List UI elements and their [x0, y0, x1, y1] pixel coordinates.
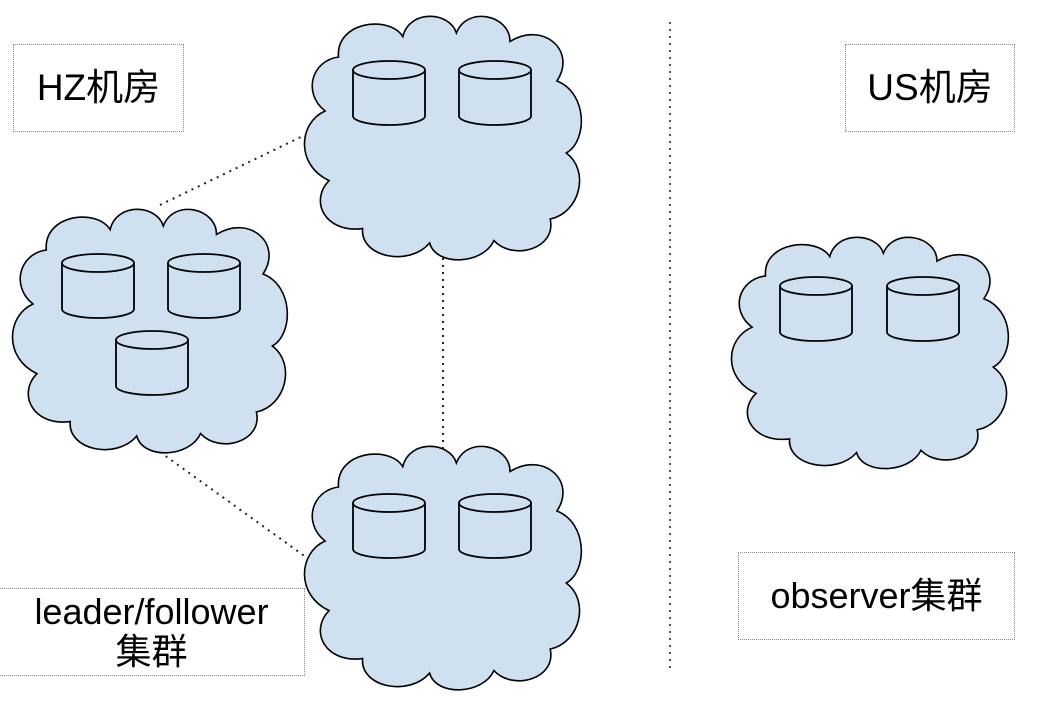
cloud-hz-top: [304, 16, 581, 259]
us-datacenter-text: US机房: [867, 66, 993, 108]
database-icon: [167, 253, 241, 319]
database-icon: [352, 60, 426, 126]
database-icon: [886, 276, 960, 342]
connector-left-bottom: [159, 451, 311, 561]
leader-follower-text: leader/follower: [34, 591, 269, 633]
connector-left-top: [159, 134, 306, 206]
cloud-hz-bottom: [304, 446, 581, 689]
database-icon: [458, 493, 532, 559]
us-datacenter-label: US机房: [845, 44, 1015, 132]
database-icon: [115, 330, 189, 396]
leader-follower-cluster-label: leader/follower 集群: [0, 588, 305, 676]
cloud-shape: [304, 446, 581, 689]
observer-cluster-label: observer集群: [738, 552, 1015, 640]
leader-follower-cluster-text: 集群: [115, 631, 188, 672]
cloud-shape: [731, 237, 1008, 468]
cloud-us: [731, 237, 1008, 468]
database-icon: [352, 493, 426, 559]
database-icon: [779, 276, 853, 342]
hz-datacenter-text: HZ机房: [36, 66, 161, 108]
database-icon: [61, 253, 135, 319]
hz-datacenter-label: HZ机房: [13, 44, 184, 132]
cloud-shape: [304, 16, 581, 259]
cloud-hz-left: [13, 209, 288, 452]
database-icon: [458, 60, 532, 126]
observer-cluster-text: observer集群: [770, 575, 983, 617]
